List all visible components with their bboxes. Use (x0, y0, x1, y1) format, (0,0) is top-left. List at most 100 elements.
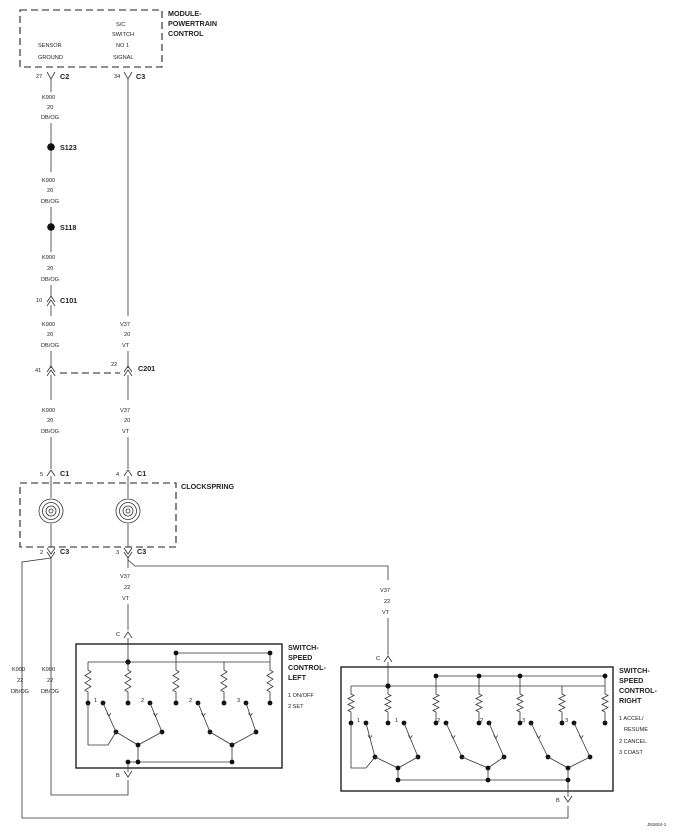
contact-dot-icon (125, 700, 131, 706)
sc-switch-label-3: NO 1 (116, 43, 129, 49)
junction-dot-icon (173, 650, 179, 656)
contact-dot-icon (385, 720, 391, 726)
switch-blade (403, 722, 419, 758)
wire-circuit-label: V37 (120, 574, 130, 580)
resistor-icon (172, 662, 180, 700)
switch-left-legend-2: 2 SET (288, 704, 304, 710)
switch-arrow-icon (201, 712, 206, 717)
c201-pin-left-label: 41 (35, 368, 41, 374)
wire-gauge-label: 20 (47, 418, 53, 424)
connector-c101-label: C101 (60, 296, 77, 305)
wire-gauge-label: 22 (47, 678, 53, 684)
junction-dot-icon (229, 742, 235, 748)
resistor-icon (84, 662, 92, 700)
wire-gauge-label: 22 (384, 599, 390, 605)
switch-number-label: 3 (565, 718, 568, 724)
connector-pin-icon (46, 551, 56, 559)
pin-b-label: B (116, 773, 120, 779)
switch-left-outline (75, 643, 283, 769)
splice-s123-label: S123 (60, 143, 77, 152)
switch-right-title-3: CONTROL- (619, 686, 658, 695)
connector-pin-icon (123, 369, 133, 377)
bus-line (87, 703, 117, 746)
connector-c1-label: C1 (60, 469, 69, 478)
switch-left-title-1: SWITCH- (288, 643, 319, 652)
sc-switch-label-4: SIGNAL (113, 55, 134, 61)
sensor-ground-label-1: SENSOR (38, 43, 62, 49)
junction-dot-icon (395, 765, 401, 771)
pcm-title-line-3: CONTROL (168, 29, 204, 38)
wire-circuit-label: V37 (380, 588, 390, 594)
connector-c3-label: C3 (136, 72, 145, 81)
switch-right-title-2: SPEED (619, 676, 643, 685)
c201-pin-right-label: 22 (111, 362, 117, 368)
wire-circuit-label: K900 (42, 322, 55, 328)
switch-arrow-icon (153, 712, 158, 717)
clockspring-pin-5: 5 (40, 472, 43, 478)
connector-pin-icon (123, 469, 133, 477)
coil-icon (38, 498, 64, 524)
clockspring-label: CLOCKSPRING (181, 482, 235, 491)
resistor-icon (516, 686, 524, 720)
switch-number-label: 1 (94, 698, 97, 704)
wire-gauge-label: 20 (47, 105, 53, 111)
contact-dot-icon (173, 700, 179, 706)
wire-circuit-label: V37 (120, 408, 130, 414)
pin-c-label: C (116, 632, 120, 638)
wire-circuit-label: K900 (42, 667, 55, 673)
sensor-ground-label-2: GROUND (38, 55, 63, 61)
junction-dot-icon (565, 777, 571, 783)
switch-right-outline (340, 666, 614, 792)
switch-right-legend-1: 1 ACCEL/ (619, 716, 644, 722)
junction-dot-icon (135, 742, 141, 748)
pcm-title-line-1: MODULE- (168, 9, 202, 18)
switch-number-label: 2 (189, 698, 192, 704)
switch-blade (488, 722, 505, 758)
clockspring-pin-3: 3 (116, 550, 119, 556)
bus-line (461, 756, 505, 769)
c101-pin-label: 10 (36, 298, 42, 304)
junction-dot-icon (433, 673, 439, 679)
switch-number-label: 1 (395, 718, 398, 724)
wire-color-label: DB/OG (41, 689, 59, 695)
resistor-icon (558, 686, 566, 720)
sc-switch-label-1: S/C (116, 22, 125, 28)
switch-arrow-icon (407, 735, 413, 740)
contact-dot-icon (267, 700, 273, 706)
junction-dot-icon (485, 777, 491, 783)
figure-id: J918S4-1 (647, 822, 667, 827)
wire-color-label: DB/OG (41, 199, 59, 205)
switch-blade (245, 702, 257, 733)
junction-dot-icon (517, 673, 523, 679)
junction-dot-icon (267, 650, 273, 656)
switch-blade (530, 722, 549, 758)
connector-pin-icon (46, 71, 56, 80)
bus-line (350, 723, 376, 769)
switch-left-title-4: LEFT (288, 673, 307, 682)
wire-color-label: DB/OG (41, 343, 59, 349)
connector-pin-icon (123, 631, 133, 639)
switch-number-label: 2 (437, 718, 440, 724)
wire-gauge-label: 22 (124, 585, 130, 591)
connector-c201-label: C201 (138, 364, 155, 373)
resistor-icon (432, 686, 440, 720)
switch-right-legend-3: 2 CANCEL (619, 739, 646, 745)
junction-dot-icon (125, 659, 131, 665)
contact-dot-icon (559, 720, 565, 726)
switch-left-legend-1: 1 ON/OFF (288, 693, 314, 699)
contact-dot-icon (602, 720, 608, 726)
connector-pin-icon (46, 365, 56, 373)
pcm-pin-34: 34 (114, 74, 120, 80)
connector-pin-icon (46, 369, 56, 377)
wire-gauge-label: 20 (124, 418, 130, 424)
coil-icon (115, 498, 141, 524)
switch-arrow-icon (106, 712, 112, 717)
junction-dot-icon (485, 765, 491, 771)
pcm-title-line-2: POWERTRAIN (168, 19, 217, 28)
connector-c2-label: C2 (60, 72, 69, 81)
connector-pin-icon (123, 365, 133, 373)
switch-left-title-3: CONTROL- (288, 663, 327, 672)
connector-pin-icon (563, 795, 573, 803)
